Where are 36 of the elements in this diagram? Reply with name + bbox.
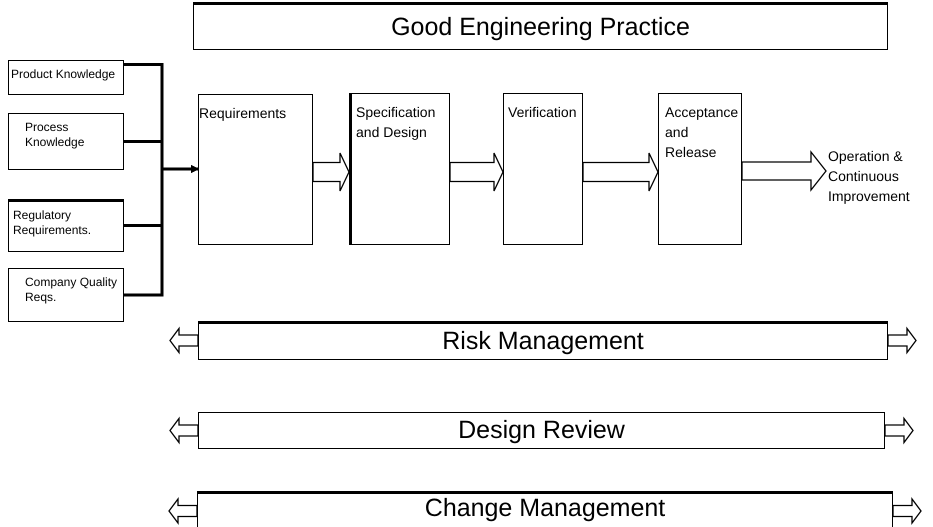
node-label: Company Quality Reqs.	[25, 275, 118, 305]
block-arrow	[892, 497, 922, 525]
process-box	[658, 93, 742, 245]
node-label: Process Knowledge	[25, 120, 86, 150]
process-box	[198, 94, 313, 245]
block-arrow	[169, 326, 199, 354]
input-box	[8, 268, 124, 322]
node-label: Product Knowledge	[11, 67, 116, 82]
output-label: Operation & Continuous Improvement	[828, 147, 911, 206]
block-arrow	[312, 152, 350, 192]
block-arrow	[449, 152, 504, 192]
block-arrow	[741, 150, 827, 192]
block-arrow	[169, 416, 199, 444]
input-box	[8, 113, 124, 170]
block-arrow	[582, 152, 659, 192]
input-box	[8, 199, 124, 252]
process-band	[197, 491, 893, 527]
block-arrow	[168, 497, 198, 525]
connector-line	[124, 165, 199, 296]
process-box	[503, 93, 583, 245]
block-arrow	[884, 416, 914, 444]
node-label: Change Management	[424, 494, 666, 523]
node-label: Good Engineering Practice	[391, 12, 690, 42]
process-box	[349, 93, 450, 245]
node-label: Specification and Design	[356, 103, 436, 142]
node-label: Requirements	[199, 104, 288, 123]
block-arrow	[887, 326, 917, 354]
process-band	[198, 412, 885, 449]
node-label: Acceptance and Release	[665, 103, 740, 162]
input-box	[8, 60, 124, 95]
process-band	[193, 2, 888, 50]
node-label: Verification	[508, 103, 578, 122]
process-band	[198, 321, 888, 360]
node-label: Risk Management	[442, 327, 644, 356]
node-label: Design Review	[458, 416, 625, 445]
node-label: Regulatory Requirements.	[13, 208, 92, 238]
